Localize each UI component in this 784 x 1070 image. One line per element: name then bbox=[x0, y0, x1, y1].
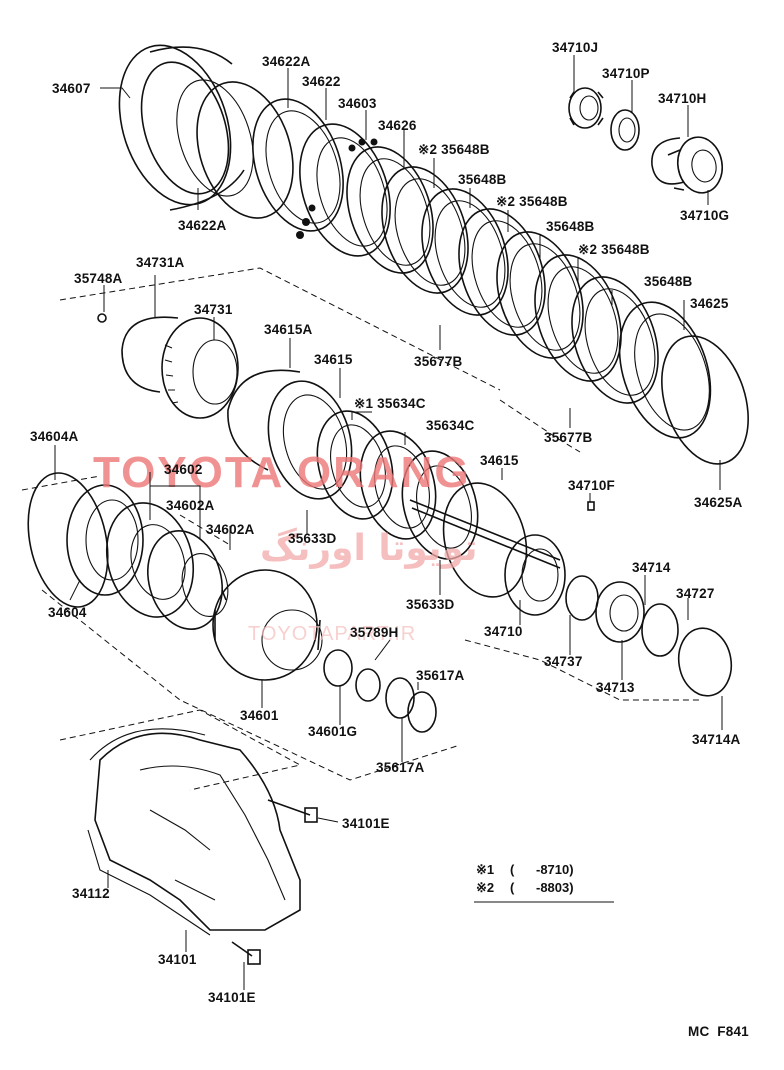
snap-ring-34615a bbox=[227, 369, 301, 471]
label-34710p: 34710P bbox=[602, 66, 650, 81]
watermark-brand: TOYOTA ORANG bbox=[93, 448, 471, 497]
label-34710f: 34710F bbox=[568, 478, 615, 493]
leader-lines bbox=[54, 55, 723, 990]
label-34710g: 34710G bbox=[680, 208, 729, 223]
label-35634c-2: 35634C bbox=[426, 418, 475, 433]
spring-retainer-34603 bbox=[296, 123, 391, 257]
seal-rings-35617a bbox=[385, 677, 437, 733]
label-35677b-2: 35677B bbox=[544, 430, 593, 445]
label-35648b-1: ※2 35648B bbox=[418, 142, 490, 157]
ring-gear-34710 bbox=[504, 534, 566, 616]
label-34604a: 34604A bbox=[30, 429, 79, 444]
label-34607: 34607 bbox=[52, 81, 91, 96]
transaxle-case-34101 bbox=[94, 732, 301, 931]
label-35648b-5: ※2 35648B bbox=[578, 242, 650, 257]
ring-34737 bbox=[565, 575, 599, 621]
lock-washer-34710p bbox=[610, 109, 640, 151]
label-34101e-2: 34101E bbox=[208, 990, 256, 1005]
note-1-mark: ※1 bbox=[476, 862, 494, 877]
drum-34604 bbox=[66, 484, 144, 596]
watermark-persian: تویوتا اورنگ bbox=[260, 527, 478, 569]
label-34625a: 34625A bbox=[694, 495, 743, 510]
label-35648b-4: 35648B bbox=[546, 219, 595, 234]
piston-34622 bbox=[252, 98, 344, 232]
label-34710: 34710 bbox=[484, 624, 523, 639]
snap-ring-34714a bbox=[677, 627, 733, 697]
race-34714 bbox=[641, 603, 679, 657]
label-35633d-1: 35633D bbox=[288, 531, 337, 546]
label-34615-top: 34615 bbox=[314, 352, 353, 367]
label-34626: 34626 bbox=[378, 118, 417, 133]
label-35633d-2: 35633D bbox=[406, 597, 455, 612]
label-34112: 34112 bbox=[72, 886, 110, 901]
label-34737: 34737 bbox=[544, 654, 583, 669]
label-34727: 34727 bbox=[676, 586, 715, 601]
label-35648b-6: 35648B bbox=[644, 274, 693, 289]
oring-34602a bbox=[147, 530, 229, 630]
label-34602: 34602 bbox=[164, 462, 203, 477]
flange-34625 bbox=[618, 301, 712, 439]
snap-ring-34622a bbox=[196, 81, 294, 219]
label-35748a: 35748A bbox=[74, 271, 123, 286]
snap-ring-34731a bbox=[121, 316, 179, 393]
ball-35748a bbox=[97, 313, 107, 323]
label-34622: 34622 bbox=[302, 74, 341, 89]
watermark-url: TOYOTAPART.IR bbox=[248, 623, 416, 645]
label-34713: 34713 bbox=[596, 680, 635, 695]
label-34714a: 34714A bbox=[692, 732, 741, 747]
label-34625: 34625 bbox=[690, 296, 729, 311]
label-35617a-2: 35617A bbox=[376, 760, 425, 775]
clutch-discs-35634c bbox=[316, 410, 479, 560]
label-34622a-bottom: 34622A bbox=[178, 218, 227, 233]
one-way-clutch-34731 bbox=[161, 317, 239, 419]
bearing-34710g bbox=[667, 136, 724, 194]
label-34601g: 34601G bbox=[308, 724, 357, 739]
flange-34615 bbox=[267, 380, 353, 500]
label-34101: 34101 bbox=[158, 952, 197, 967]
label-34602a-1: 34602A bbox=[166, 498, 215, 513]
label-34710h: 34710H bbox=[658, 91, 707, 106]
label-34615a: 34615A bbox=[264, 322, 313, 337]
label-35648b-2: 35648B bbox=[458, 172, 507, 187]
label-35617a-1: 35617A bbox=[416, 668, 465, 683]
note-1-range: ( -8710) bbox=[510, 862, 574, 877]
watermark: TOYOTA ORANG تویوتا اورنگ TOYOTAPART.IR bbox=[93, 448, 478, 645]
clutch-plate-stack bbox=[346, 146, 659, 404]
bolt-34101e-top bbox=[267, 799, 318, 823]
label-34714: 34714 bbox=[632, 560, 671, 575]
bearing-34713 bbox=[595, 581, 645, 643]
label-35789h: 35789H bbox=[350, 625, 399, 640]
gasket-34112 bbox=[87, 728, 211, 936]
label-34731a: 34731A bbox=[136, 255, 185, 270]
bolt-34101e-bottom bbox=[231, 941, 261, 965]
figure-code: MC F841 bbox=[688, 1024, 749, 1039]
washer-34601g bbox=[323, 649, 353, 687]
label-34603: 34603 bbox=[338, 96, 377, 111]
label-35648b-3: ※2 35648B bbox=[496, 194, 568, 209]
snap-ring-34710h bbox=[651, 137, 685, 185]
footnotes: ※1 ( -8710) ※2 ( -8803) bbox=[476, 862, 574, 895]
snap-ring-34604a bbox=[27, 472, 109, 608]
washer-35789h bbox=[355, 668, 381, 702]
label-34604: 34604 bbox=[48, 605, 87, 620]
label-35634c-1: ※1 35634C bbox=[354, 396, 426, 411]
case-34601 bbox=[212, 569, 323, 681]
label-34622a-top: 34622A bbox=[262, 54, 311, 69]
label-34101e-1: 34101E bbox=[342, 816, 390, 831]
label-34602a-2: 34602A bbox=[206, 522, 255, 537]
label-35677b-1: 35677B bbox=[414, 354, 463, 369]
snap-ring-34625a bbox=[661, 335, 749, 465]
label-34615-mid: 34615 bbox=[480, 453, 519, 468]
label-34601: 34601 bbox=[240, 708, 279, 723]
nut-34710j bbox=[568, 87, 604, 129]
label-34731: 34731 bbox=[194, 302, 233, 317]
note-2-range: ( -8803) bbox=[510, 880, 574, 895]
note-2-mark: ※2 bbox=[476, 880, 494, 895]
dashed-reference-lines bbox=[21, 267, 700, 791]
part-labels: 34607 34622A 34622 34603 34626 ※2 35648B… bbox=[30, 40, 743, 1005]
pin-34710f bbox=[587, 501, 595, 511]
label-34710j: 34710J bbox=[552, 40, 598, 55]
clutch-drum-34607 bbox=[118, 44, 254, 211]
